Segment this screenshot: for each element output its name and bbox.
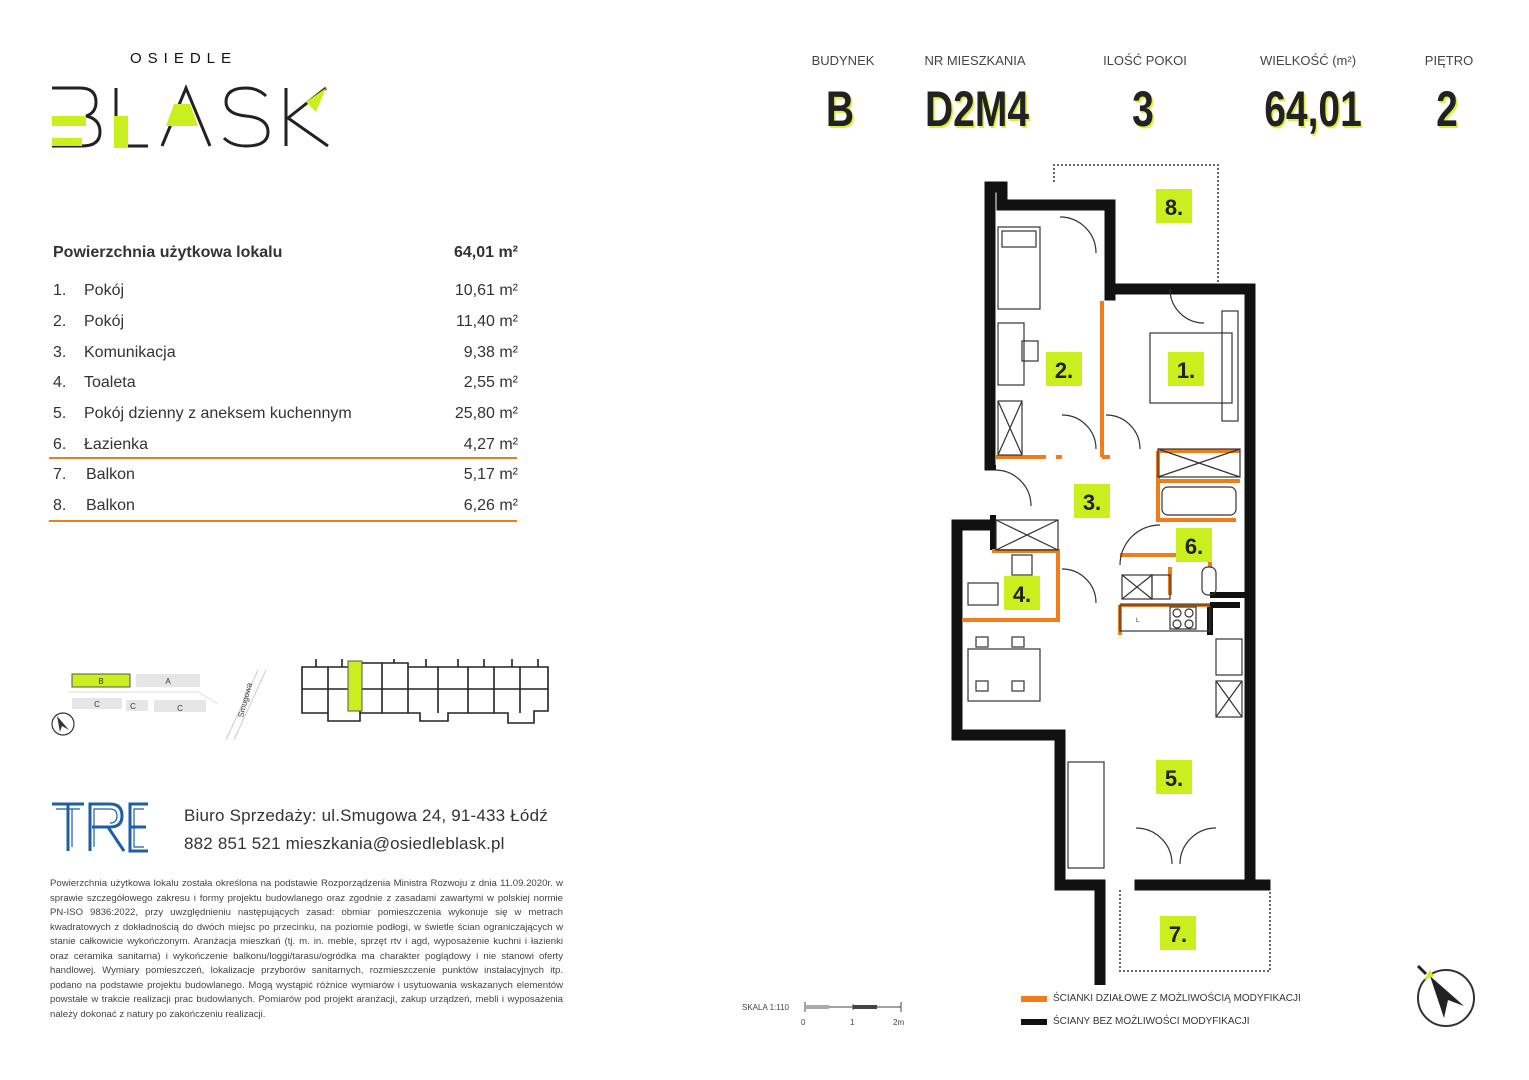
brand-logo xyxy=(50,82,340,157)
legend-swatch-black xyxy=(1021,1019,1047,1025)
room-label-5: 5. xyxy=(1165,766,1183,791)
scale-tick: 0 xyxy=(801,1018,806,1027)
building-thumbnail xyxy=(298,655,554,750)
legend-fixed: ŚCIANY BEZ MOŻLIWOŚCI MODYFIKACJI xyxy=(1053,1016,1250,1027)
room-area: 9,38 m² xyxy=(463,344,518,361)
apartment-value: D2M4 xyxy=(924,81,1030,137)
room-num: 8. xyxy=(53,497,67,514)
area-title: Powierzchnia użytkowa lokalu xyxy=(53,244,283,261)
room-name: Komunikacja xyxy=(84,344,176,361)
room-area: 25,80 m² xyxy=(454,405,518,422)
rooms-label: ILOŚĆ POKOI xyxy=(1103,53,1187,68)
compass-icon xyxy=(51,712,75,736)
room-row: 3. Komunikacja 9,38 m² xyxy=(53,344,518,374)
size-value: 64,01 xyxy=(1264,81,1362,137)
room-name: Balkon xyxy=(86,466,135,483)
room-num: 5. xyxy=(53,405,67,422)
appliance-label: L xyxy=(1136,618,1140,624)
room-row: 6. Łazienka 4,27 m² xyxy=(53,436,518,466)
disclaimer: Powierzchnia użytkowa lokalu została okr… xyxy=(50,878,563,1020)
room-label-2: 2. xyxy=(1055,358,1073,383)
room-area: 4,27 m² xyxy=(463,436,518,453)
floor-label: PIĘTRO xyxy=(1424,53,1474,68)
contact-line[interactable]: 882 851 521 mieszkania@osiedleblask.pl xyxy=(184,834,505,853)
site-plan: B A C C C Smugowa xyxy=(48,660,268,755)
room-label-3: 3. xyxy=(1083,490,1101,515)
apartment-label: NR MIESZKANIA xyxy=(924,53,1026,68)
area-total: 64,01 m² xyxy=(453,244,518,261)
divider xyxy=(49,457,517,459)
room-name: Pokój dzienny z aneksem kuchennym xyxy=(84,405,352,422)
site-label-a: A xyxy=(165,677,171,686)
room-num: 3. xyxy=(53,344,67,361)
room-num: 4. xyxy=(53,374,67,391)
street-label: Smugowa xyxy=(236,681,254,718)
site-label-c: C xyxy=(130,702,136,711)
room-label-1: 1. xyxy=(1177,358,1195,383)
scale-bar xyxy=(804,1001,904,1019)
room-row: 1. Pokój 10,61 m² xyxy=(53,282,518,312)
legend-swatch-orange xyxy=(1021,996,1047,1002)
room-label-7: 7. xyxy=(1169,922,1187,947)
room-row: 2. Pokój 11,40 m² xyxy=(53,313,518,343)
room-label-4: 4. xyxy=(1013,582,1031,607)
room-area: 6,26 m² xyxy=(463,497,518,514)
room-area: 10,61 m² xyxy=(454,282,518,299)
room-row: 5. Pokój dzienny z aneksem kuchennym 25,80… xyxy=(53,405,518,435)
size-label: WIELKOŚĆ (m²) xyxy=(1259,53,1357,68)
site-label-c: C xyxy=(94,700,100,709)
room-area: 2,55 m² xyxy=(463,374,518,391)
room-area: 5,17 m² xyxy=(463,466,518,483)
room-name: Toaleta xyxy=(84,374,136,391)
room-num: 7. xyxy=(53,466,67,483)
scale-label: SKALA 1:110 xyxy=(742,1003,789,1012)
scale-tick: 1 xyxy=(850,1018,855,1027)
developer-logo xyxy=(50,801,152,860)
brand-subtitle: OSIEDLE xyxy=(130,50,238,67)
room-label-8: 8. xyxy=(1165,195,1183,220)
building-value: B xyxy=(825,81,855,137)
room-num: 6. xyxy=(53,436,67,453)
floor-plan: 8. 1. 2. 3. 4. 5. 6. 7. L xyxy=(940,155,1280,990)
divider xyxy=(49,520,517,522)
building-label: BUDYNEK xyxy=(811,53,875,68)
room-name: Pokój xyxy=(84,313,125,330)
site-label-b: B xyxy=(98,677,103,686)
room-row: 7. Balkon 5,17 m² xyxy=(53,466,518,496)
room-num: 1. xyxy=(53,282,67,299)
compass-icon xyxy=(1412,962,1478,1033)
floor-value: 2 xyxy=(1436,81,1458,137)
site-label-c: C xyxy=(177,704,183,713)
legend-modifiable: ŚCIANKI DZIAŁOWE Z MOŻLIWOŚCIĄ MODYFIKAC… xyxy=(1053,993,1301,1004)
room-name: Pokój xyxy=(84,282,125,299)
room-name: Łazienka xyxy=(84,436,149,453)
room-label-6: 6. xyxy=(1185,534,1203,559)
rooms-value: 3 xyxy=(1132,81,1154,137)
room-num: 2. xyxy=(53,313,67,330)
sales-office: Biuro Sprzedaży: ul.Smugowa 24, 91-433 Ł… xyxy=(184,806,548,825)
room-row: 4. Toaleta 2,55 m² xyxy=(53,374,518,404)
room-area: 11,40 m² xyxy=(456,313,518,330)
room-name: Balkon xyxy=(86,497,135,514)
room-row: 8. Balkon 6,26 m² xyxy=(53,497,518,527)
scale-tick: 2m xyxy=(893,1018,905,1027)
